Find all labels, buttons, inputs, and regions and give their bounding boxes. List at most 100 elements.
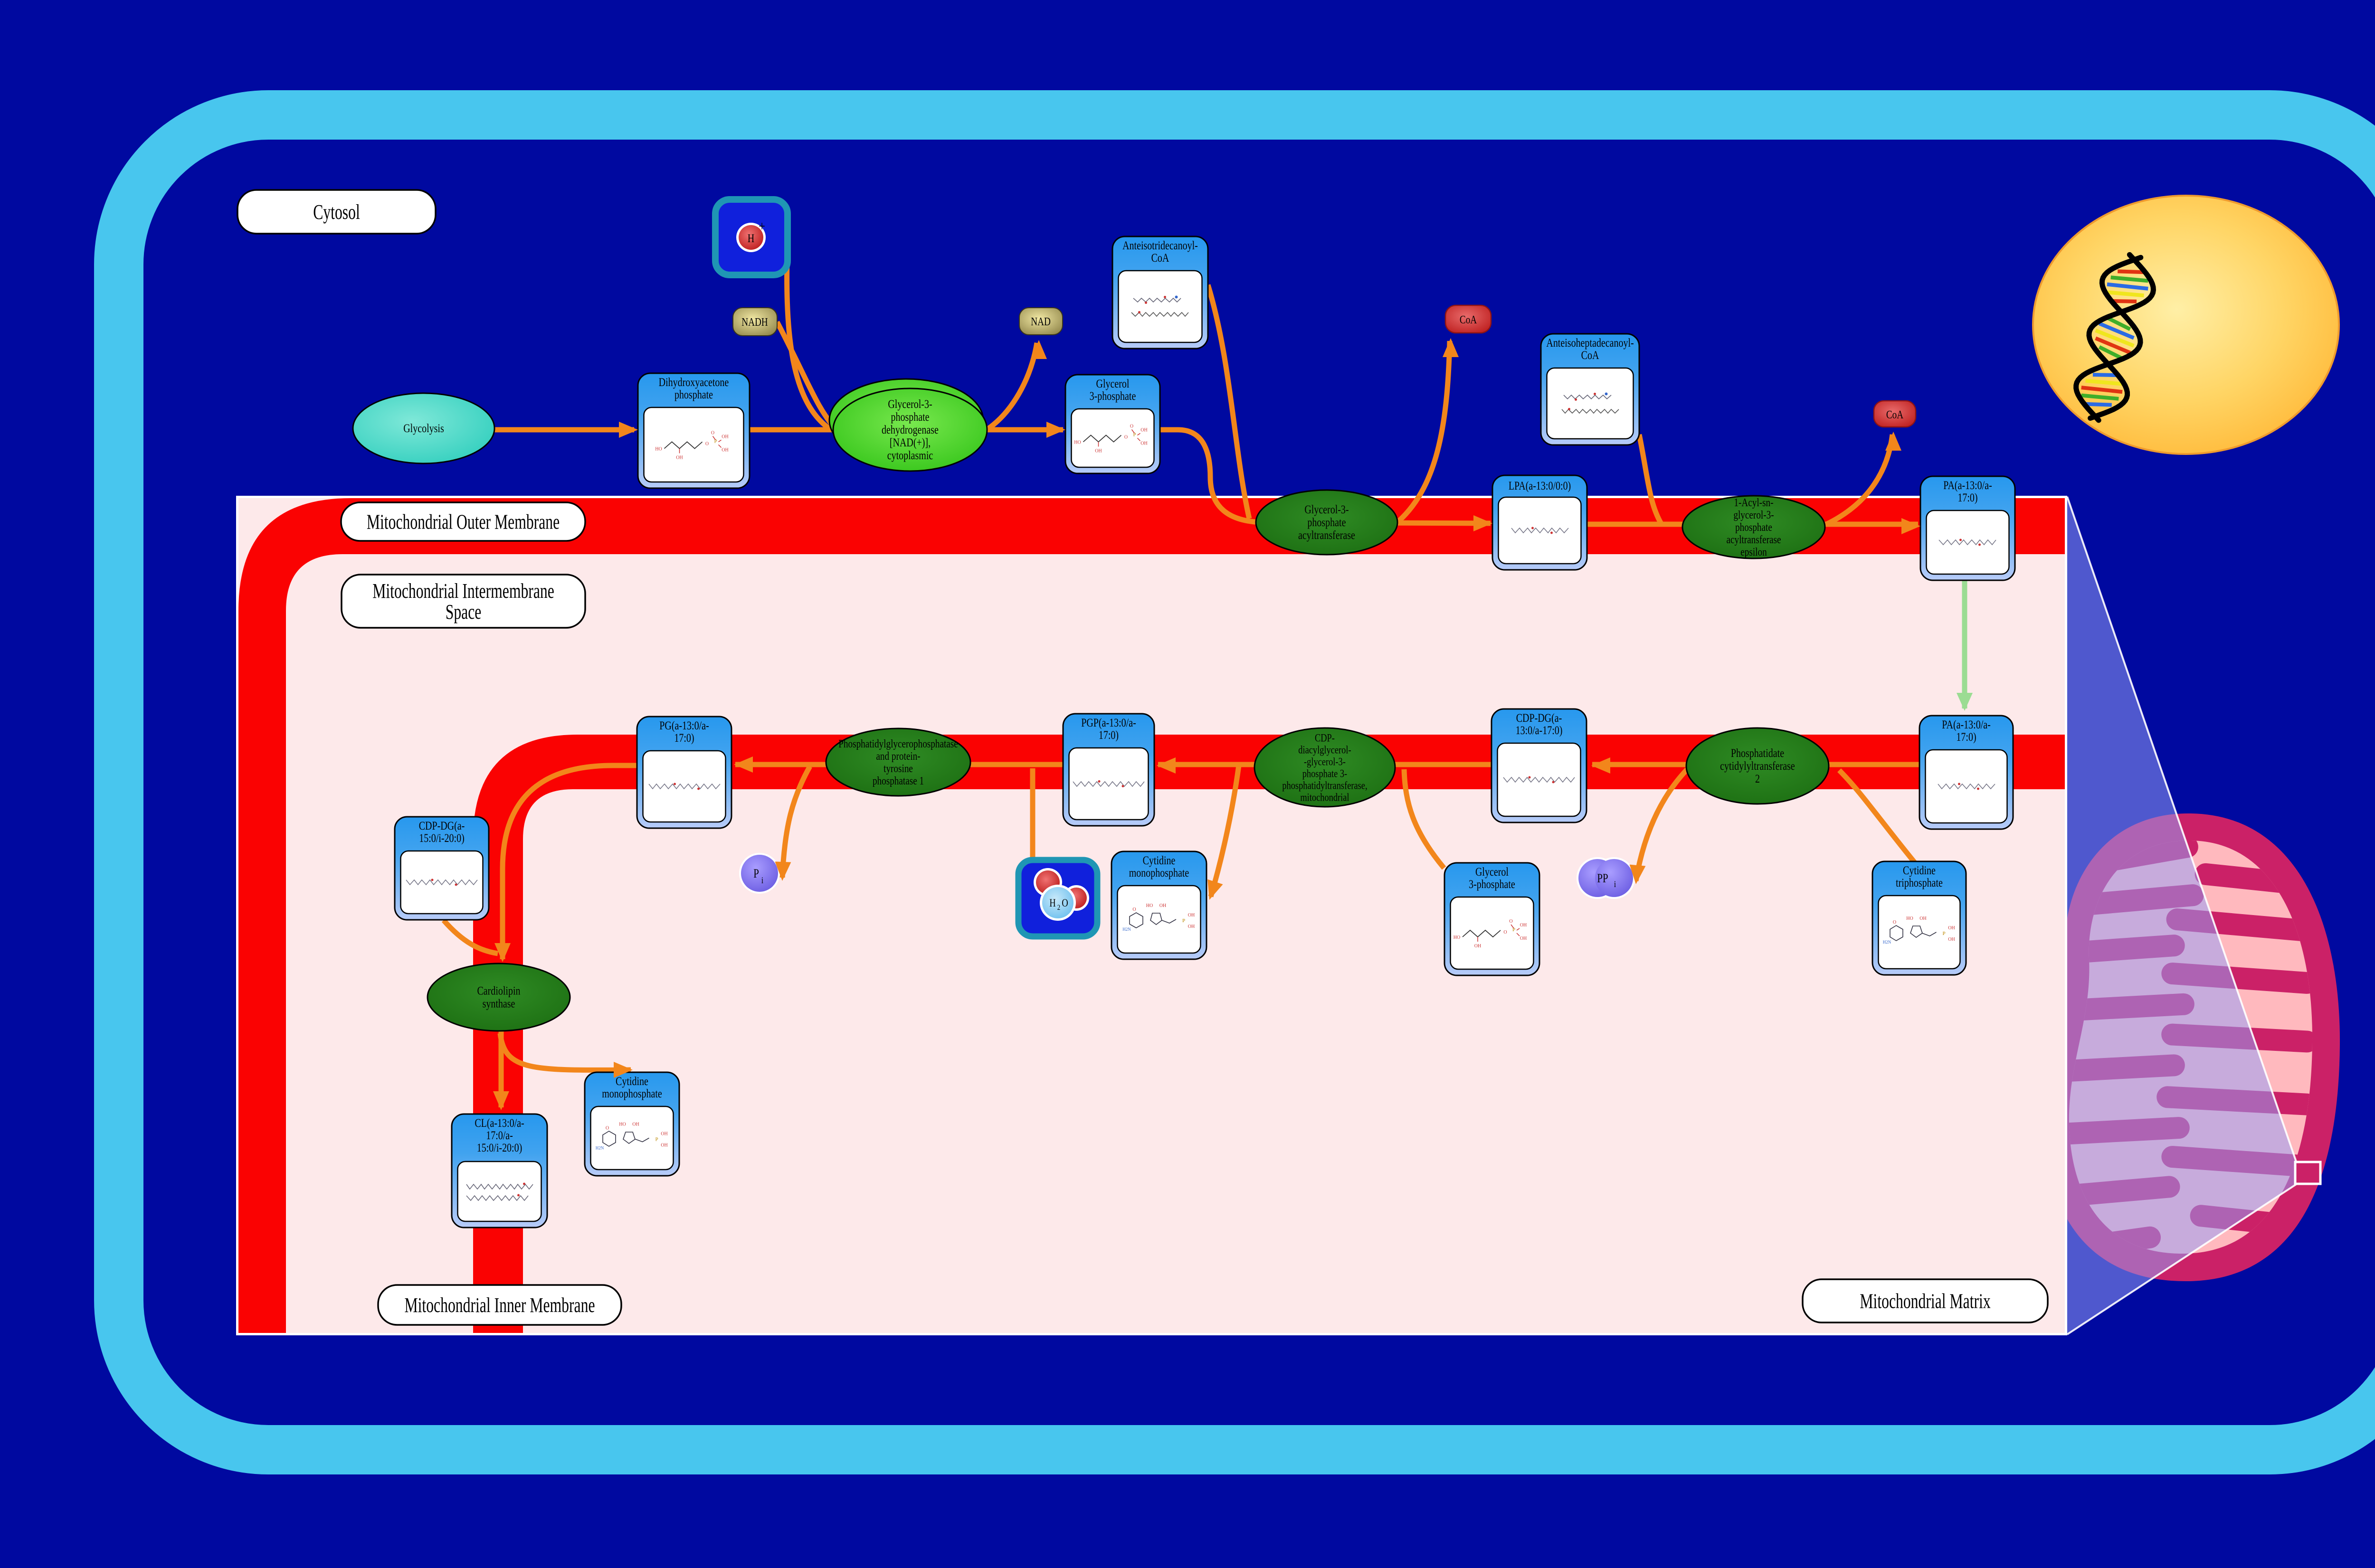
- svg-text:O: O: [1132, 907, 1136, 912]
- svg-text:PG(a-13:0/a-: PG(a-13:0/a-: [659, 719, 709, 732]
- svg-text:Mitochondrial Outer Membrane: Mitochondrial Outer Membrane: [367, 511, 560, 534]
- svg-text:synthase: synthase: [483, 997, 515, 1010]
- svg-text:P: P: [1512, 927, 1515, 933]
- svg-text:dehydrogenase: dehydrogenase: [882, 423, 939, 436]
- svg-text:Cytidine: Cytidine: [616, 1075, 648, 1088]
- svg-text:HO: HO: [1906, 916, 1913, 921]
- svg-text:3-phosphate: 3-phosphate: [1469, 878, 1515, 891]
- svg-text:mitochondrial: mitochondrial: [1300, 791, 1349, 804]
- svg-text:O: O: [1503, 930, 1507, 935]
- svg-text:P: P: [1182, 918, 1185, 924]
- svg-text:1-Acyl-sn-: 1-Acyl-sn-: [1734, 496, 1773, 509]
- svg-text:17:0): 17:0): [1956, 730, 1976, 744]
- svg-text:Mitochondrial Inner Membrane: Mitochondrial Inner Membrane: [404, 1294, 595, 1317]
- svg-text:Glycerol: Glycerol: [1096, 377, 1130, 390]
- svg-text:triphosphate: triphosphate: [1896, 876, 1943, 889]
- svg-text:CoA: CoA: [1886, 408, 1904, 421]
- svg-text:Glycolysis: Glycolysis: [403, 422, 444, 435]
- svg-text:OH: OH: [1140, 441, 1147, 446]
- svg-text:CDP-DG(a-: CDP-DG(a-: [419, 819, 465, 832]
- svg-text:H: H: [748, 232, 754, 245]
- svg-text:Anteisotridecanoyl-: Anteisotridecanoyl-: [1122, 239, 1198, 252]
- svg-text:HO: HO: [1454, 935, 1460, 940]
- svg-text:2: 2: [1755, 772, 1760, 785]
- svg-text:Glycerol: Glycerol: [1475, 865, 1509, 878]
- svg-text:-glycerol-3-: -glycerol-3-: [1304, 756, 1346, 768]
- svg-text:Cytosol: Cytosol: [313, 201, 360, 224]
- svg-text:CDP-DG(a-: CDP-DG(a-: [1516, 711, 1562, 725]
- svg-text:OH: OH: [676, 455, 683, 461]
- svg-text:OH: OH: [1159, 903, 1166, 908]
- svg-text:+: +: [759, 218, 765, 234]
- svg-text:tyrosine: tyrosine: [884, 762, 913, 775]
- svg-text:Space: Space: [446, 601, 482, 623]
- svg-text:P: P: [655, 1137, 658, 1143]
- svg-text:NAD: NAD: [1031, 315, 1051, 328]
- svg-text:HO: HO: [1146, 903, 1153, 908]
- svg-text:HO: HO: [1074, 440, 1081, 445]
- svg-text:i: i: [1614, 879, 1616, 889]
- svg-text:Anteisoheptadecanoyl-: Anteisoheptadecanoyl-: [1546, 336, 1634, 349]
- svg-text:OH: OH: [1520, 923, 1527, 928]
- svg-text:17:0): 17:0): [1957, 491, 1977, 504]
- svg-text:P: P: [1942, 931, 1945, 936]
- svg-text:O: O: [1509, 919, 1512, 924]
- svg-text:Dihydroxyacetone: Dihydroxyacetone: [659, 376, 729, 389]
- svg-text:P: P: [714, 439, 717, 444]
- svg-text:acyltransferase: acyltransferase: [1298, 529, 1355, 542]
- svg-text:phosphate: phosphate: [674, 388, 713, 401]
- svg-text:15:0/i-20:0): 15:0/i-20:0): [419, 831, 464, 845]
- svg-text:3-phosphate: 3-phosphate: [1090, 389, 1136, 403]
- svg-text:O: O: [606, 1126, 609, 1131]
- svg-text:H2N: H2N: [596, 1146, 604, 1151]
- svg-text:CoA: CoA: [1460, 313, 1477, 326]
- svg-text:P: P: [753, 867, 759, 881]
- svg-text:OH: OH: [1188, 924, 1195, 929]
- svg-text:Mitochondrial Matrix: Mitochondrial Matrix: [1860, 1290, 1990, 1313]
- svg-text:Glycerol-3-: Glycerol-3-: [888, 397, 932, 411]
- svg-text:CoA: CoA: [1151, 251, 1169, 264]
- svg-text:OH: OH: [661, 1132, 667, 1137]
- svg-text:O: O: [1124, 435, 1128, 440]
- svg-text:Phosphatidate: Phosphatidate: [1731, 746, 1784, 760]
- svg-text:Cardiolipin: Cardiolipin: [477, 984, 520, 997]
- svg-text:17:0/a-: 17:0/a-: [486, 1129, 513, 1142]
- svg-text:OH: OH: [1948, 926, 1955, 931]
- svg-text:Cytidine: Cytidine: [1903, 864, 1936, 877]
- svg-text:phosphate: phosphate: [1735, 521, 1772, 534]
- svg-text:O: O: [711, 431, 714, 436]
- svg-text:OH: OH: [1095, 449, 1102, 454]
- svg-text:phosphatidyltransferase,: phosphatidyltransferase,: [1282, 779, 1367, 792]
- svg-text:epsilon: epsilon: [1740, 546, 1767, 558]
- svg-text:glycerol-3-: glycerol-3-: [1733, 509, 1774, 521]
- svg-text:OH: OH: [722, 448, 728, 453]
- svg-text:17:0): 17:0): [674, 731, 694, 745]
- svg-text:Phosphatidylglycerophosphatase: Phosphatidylglycerophosphatase: [838, 737, 958, 750]
- svg-text:OH: OH: [1474, 944, 1481, 949]
- svg-text:PP: PP: [1597, 872, 1608, 886]
- svg-text:monophosphate: monophosphate: [1129, 866, 1189, 879]
- svg-text:H: H: [1049, 897, 1055, 909]
- svg-text:monophosphate: monophosphate: [602, 1087, 662, 1100]
- svg-text:P: P: [1133, 432, 1136, 438]
- svg-text:OH: OH: [1140, 428, 1147, 433]
- svg-text:CL(a-13:0/a-: CL(a-13:0/a-: [475, 1116, 524, 1130]
- svg-text:2: 2: [1057, 904, 1060, 912]
- svg-text:O: O: [705, 442, 709, 447]
- svg-text:i: i: [761, 875, 763, 885]
- svg-text:phosphate: phosphate: [891, 410, 929, 424]
- svg-text:O: O: [1130, 424, 1133, 429]
- svg-text:OH: OH: [1919, 916, 1926, 921]
- svg-text:OH: OH: [1948, 937, 1955, 942]
- svg-text:OH: OH: [632, 1122, 639, 1127]
- svg-text:acyltransferase: acyltransferase: [1726, 533, 1781, 546]
- svg-text:PGP(a-13:0/a-: PGP(a-13:0/a-: [1081, 716, 1136, 729]
- svg-text:cytidylyltransferase: cytidylyltransferase: [1720, 759, 1795, 773]
- svg-text:H2N: H2N: [1122, 927, 1131, 932]
- svg-text:OH: OH: [722, 435, 728, 440]
- svg-text:PA(a-13:0/a-: PA(a-13:0/a-: [1943, 479, 1992, 492]
- svg-text:Mitochondrial Intermembrane: Mitochondrial Intermembrane: [372, 580, 554, 603]
- svg-text:H2N: H2N: [1883, 940, 1891, 945]
- svg-text:NADH: NADH: [741, 316, 768, 329]
- svg-text:17:0): 17:0): [1099, 728, 1119, 742]
